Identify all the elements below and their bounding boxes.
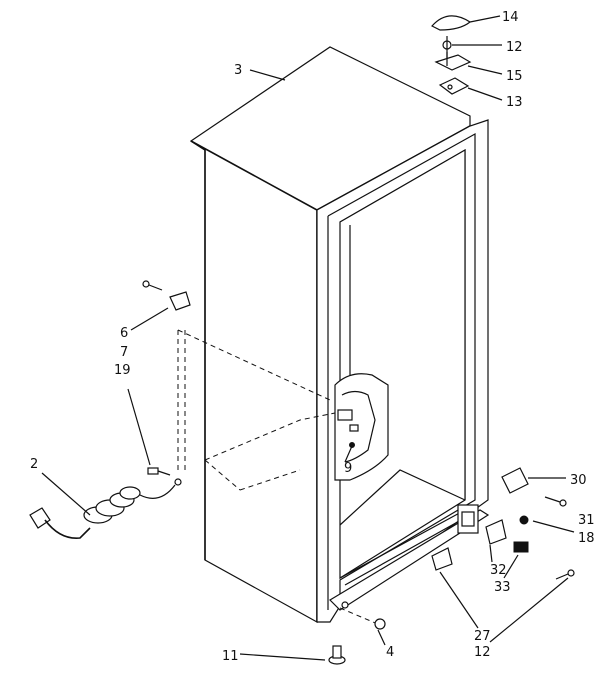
- top-hinge-bracket: [434, 52, 472, 71]
- callout-18: 18: [578, 531, 595, 546]
- callout-32: 32: [490, 563, 507, 578]
- washer-18: [519, 515, 529, 525]
- leveling-leg-11: [328, 645, 346, 665]
- part-27: [431, 547, 453, 571]
- callout-19: 19: [114, 363, 131, 378]
- callout-31: 31: [578, 513, 595, 528]
- clip-19: [147, 467, 171, 476]
- screw-6: [142, 280, 163, 291]
- callout-9: 9: [344, 461, 352, 476]
- power-cord: [29, 478, 182, 539]
- callout-7: 7: [120, 345, 128, 360]
- part-32: [485, 519, 507, 545]
- leader-lines: [41, 15, 575, 661]
- part-33: [513, 541, 529, 553]
- callout-12-top: 12: [506, 40, 523, 55]
- callout-12-bottom: 12: [474, 645, 491, 660]
- callout-14: 14: [502, 10, 519, 25]
- screw-12-bottom: [555, 569, 575, 580]
- callout-2: 2: [30, 457, 38, 472]
- callout-11: 11: [222, 649, 239, 664]
- callout-4: 4: [386, 645, 394, 660]
- callout-6: 6: [120, 326, 128, 341]
- callout-15: 15: [506, 69, 523, 84]
- callout-33: 33: [494, 580, 511, 595]
- part-4: [374, 618, 386, 630]
- cabinet: [177, 46, 490, 626]
- callout-27: 27: [474, 629, 491, 644]
- part-30: [501, 467, 529, 494]
- screw-31: [544, 496, 567, 507]
- top-hinge-plate: [438, 77, 470, 95]
- bracket-7: [169, 291, 191, 311]
- callout-30: 30: [570, 473, 587, 488]
- callout-3: 3: [234, 63, 242, 78]
- top-hinge-cover: [431, 15, 472, 31]
- callout-13: 13: [506, 95, 523, 110]
- callout-labels: 14 12 15 13 3 6 7 19 2 9 30 31 18 32 33 …: [30, 10, 595, 664]
